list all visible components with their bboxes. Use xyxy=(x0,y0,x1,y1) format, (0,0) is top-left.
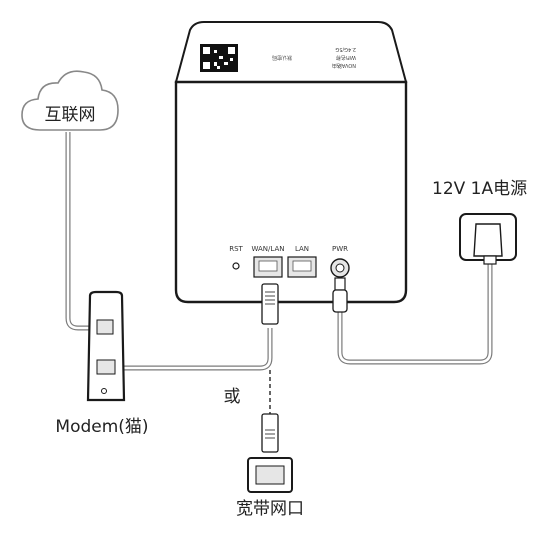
internet-label: 互联网 xyxy=(45,105,96,125)
reset-button[interactable] xyxy=(232,262,240,270)
lan-port xyxy=(287,256,317,278)
pwr-label: PWR xyxy=(332,245,348,253)
power-adapter-label: 12V 1A电源 xyxy=(432,179,527,199)
wan-lan-label: WAN/LAN xyxy=(251,245,284,253)
modem-to-router-cable xyxy=(120,328,273,371)
power-plug-icon xyxy=(332,277,348,313)
sticker-line-1: NOVA路由 xyxy=(332,62,356,69)
sticker-line-2: WiFi名称 xyxy=(336,54,356,61)
or-label: 或 xyxy=(224,387,241,407)
power-adapter-icon xyxy=(459,213,517,265)
wall-port-icon xyxy=(247,457,293,493)
router-label-sticker: NOVA路由 WiFi名称 2.4G/5G 默认密码 xyxy=(272,46,356,69)
rst-label: RST xyxy=(229,245,243,253)
cloud-icon xyxy=(21,70,119,131)
sticker-line-3: 2.4G/5G xyxy=(335,46,356,52)
modem-device xyxy=(86,290,126,402)
ethernet-plug-alt-icon xyxy=(261,413,279,453)
sticker-line-4: 默认密码 xyxy=(272,54,292,61)
ethernet-plug-icon xyxy=(261,283,279,325)
wan-lan-port xyxy=(253,256,283,278)
router-device: NOVA路由 WiFi名称 2.4G/5G 默认密码 RST WAN/LAN L… xyxy=(174,21,408,304)
lan-label: LAN xyxy=(295,245,309,253)
broadband-port-label: 宽带网口 xyxy=(236,499,304,519)
qr-code-icon xyxy=(200,44,238,72)
power-jack xyxy=(330,258,350,278)
modem-label: Modem(猫) xyxy=(55,417,148,437)
